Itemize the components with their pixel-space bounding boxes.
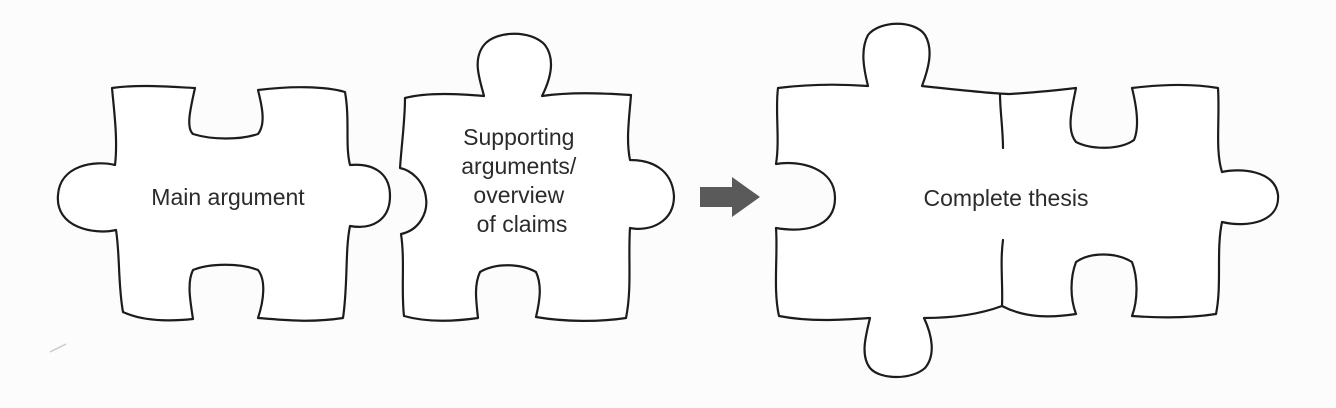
main-argument-piece-outline <box>56 84 392 322</box>
supporting-arguments-piece-outline <box>398 32 676 322</box>
supporting-arguments-label: Supporting arguments/ overview of claims <box>461 124 582 237</box>
main-argument-label: Main argument <box>151 184 305 210</box>
right-arrow-icon <box>700 177 760 217</box>
complete-thesis-seam-top <box>998 92 1005 150</box>
complete-thesis-label: Complete thesis <box>924 185 1089 211</box>
supporting-label-line-3: overview <box>473 182 564 208</box>
supporting-label-line-1: Supporting <box>463 124 574 150</box>
puzzle-piece-main-argument: Main argument <box>56 84 392 322</box>
supporting-label-line-2: arguments/ <box>461 153 577 179</box>
puzzle-piece-complete-thesis: Complete thesis <box>774 22 1280 378</box>
arrow-shape <box>700 177 760 217</box>
stray-mark <box>49 343 67 353</box>
complete-thesis-seam-bottom <box>1000 238 1005 308</box>
complete-thesis-piece-outline <box>774 22 1280 378</box>
puzzle-piece-supporting-arguments: Supporting arguments/ overview of claims <box>398 32 676 322</box>
supporting-label-line-4: of claims <box>477 211 568 237</box>
